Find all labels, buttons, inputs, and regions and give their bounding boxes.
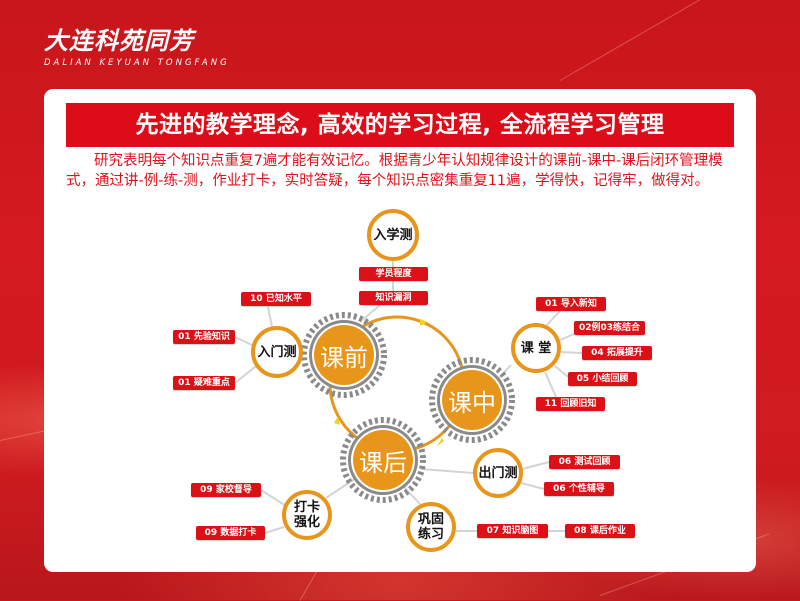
tag-home-school: 09 家校督导 <box>191 483 261 497</box>
tag-student-level: 学员程度 <box>359 267 428 281</box>
page-title: 先进的教学理念, 高效的学习过程, 全流程学习管理 <box>66 103 734 147</box>
node-entrance-test: 入学测 <box>367 209 419 261</box>
tag-example-practice: 02例03练结合 <box>574 321 645 335</box>
node-intro-test: 入门测 <box>251 326 303 378</box>
node-checkin-line1: 打卡 <box>293 500 320 515</box>
node-checkin: 打卡 强化 <box>282 490 332 540</box>
node-practice: 巩固 练习 <box>406 502 456 552</box>
node-checkin-line2: 强化 <box>293 515 320 530</box>
stage-post-label: 课后 <box>359 448 407 477</box>
tag-personal-tutoring: 06 个性辅导 <box>544 482 614 496</box>
brand-name-cn: 大连科苑同芳 <box>44 27 194 55</box>
node-exit-test: 出门测 <box>473 448 523 498</box>
tag-mind-map: 07 知识脑图 <box>477 524 548 538</box>
tag-introduce-new: 01 导入新知 <box>536 297 606 311</box>
brand-name-en: DALIAN KEYUAN TONGFANG <box>44 58 230 68</box>
tag-test-review: 06 测试回顾 <box>549 455 620 469</box>
node-classroom: 课 堂 <box>511 323 561 373</box>
tag-summary: 05 小结回顾 <box>568 372 637 386</box>
tag-known-level: 10 已知水平 <box>241 292 311 306</box>
tag-extension: 04 拓展提升 <box>582 346 652 360</box>
node-practice-line1: 巩固 <box>417 512 444 527</box>
cycle-arrows <box>334 319 444 446</box>
node-practice-line2: 练习 <box>417 527 444 542</box>
tag-data-checkin: 09 数据打卡 <box>196 526 265 540</box>
tag-homework: 08 课后作业 <box>565 524 635 538</box>
tag-review-old: 11 回顾旧知 <box>536 397 605 411</box>
content-card: 先进的教学理念, 高效的学习过程, 全流程学习管理 研究表明每个知识点重复7遍才… <box>44 89 756 572</box>
stage-pre-label: 课前 <box>320 343 368 372</box>
tag-prior-knowledge: 01 先验知识 <box>173 330 235 344</box>
gear-in <box>429 357 515 443</box>
gear-post <box>340 417 426 503</box>
connector-lines <box>234 260 583 534</box>
gear-pre <box>301 312 387 398</box>
intro-paragraph: 研究表明每个知识点重复7遍才能有效记忆。根据青少年认知规律设计的课前-课中-课后… <box>66 153 723 189</box>
tag-key-difficulties: 01 疑难重点 <box>173 376 235 390</box>
tag-knowledge-gaps: 知识漏洞 <box>359 291 428 305</box>
stage-in-label: 课中 <box>448 388 496 417</box>
brand-logo: 大连科苑同芳 DALIAN KEYUAN TONGFANG <box>44 27 230 68</box>
